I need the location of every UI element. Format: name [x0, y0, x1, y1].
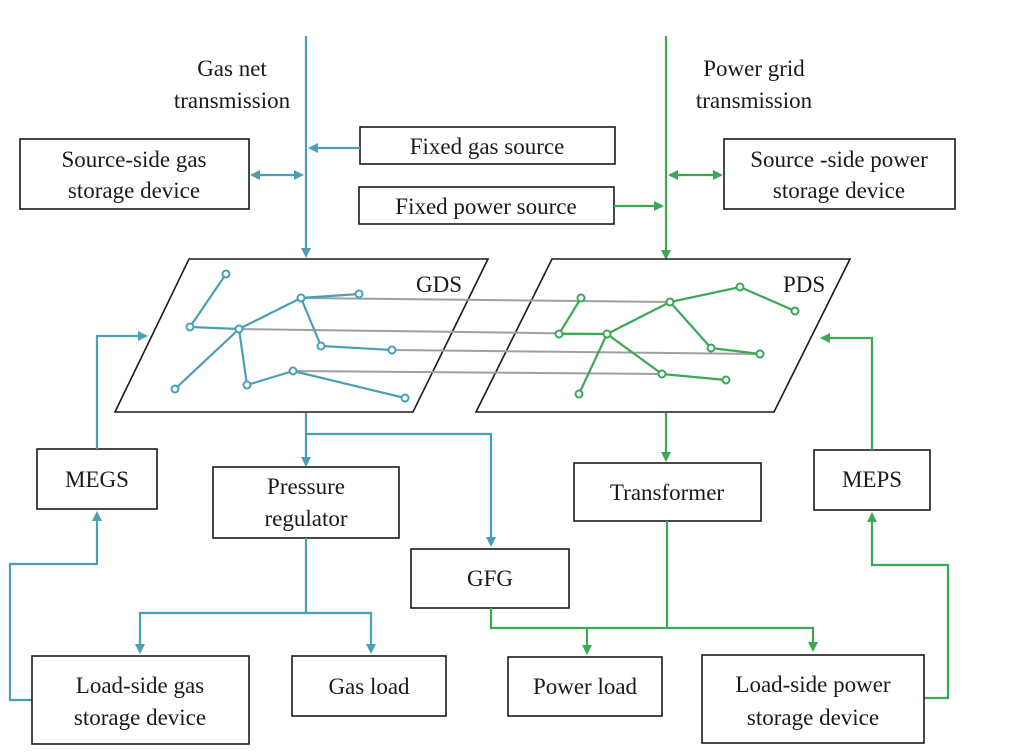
pds-label: PDS	[783, 272, 825, 297]
source-power-storage-label-2: storage device	[773, 178, 905, 203]
transformer-box	[573, 462, 762, 522]
bus-to-load-power-storage-arrow	[489, 608, 818, 652]
megs-label: MEGS	[65, 467, 129, 492]
meps-to-pds-arrow	[820, 333, 874, 450]
fixed-gas-source-label: Fixed gas source	[410, 134, 565, 159]
pressure-regulator-label-1: Pressure	[267, 474, 345, 499]
gas-network	[170, 269, 410, 403]
source-power-storage-box	[723, 138, 956, 210]
transformer-label: Transformer	[610, 480, 724, 505]
load-power-storage-to-meps-arrow	[867, 512, 950, 700]
power-load-label: Power load	[533, 674, 638, 699]
regulator-to-gas-load-arrow	[306, 611, 376, 654]
gds-to-gfg-arrow	[306, 432, 496, 547]
meps-label: MEPS	[842, 467, 902, 492]
pressure-regulator-box	[212, 466, 400, 539]
load-power-storage-label-2: storage device	[747, 705, 879, 730]
power-load-box	[507, 656, 663, 717]
fixed-power-source-box	[358, 186, 615, 225]
source-power-storage-label-1: Source -side power	[750, 147, 928, 172]
source-gas-storage-label-2: storage device	[68, 178, 200, 203]
gas-net-transmission-label-1: Gas net	[197, 56, 267, 81]
source-gas-storage-label-1: Source-side gas	[62, 147, 207, 172]
power-grid-transmission-label-2: transmission	[696, 88, 813, 113]
load-gas-storage-box	[31, 655, 250, 745]
source-gas-storage-box	[19, 138, 250, 210]
gas-net-transmission-label-2: transmission	[174, 88, 291, 113]
regulator-to-load-gas-storage-arrow	[135, 611, 306, 654]
load-gas-storage-label-2: storage device	[74, 705, 206, 730]
gas-load-label: Gas load	[328, 674, 410, 699]
load-gas-storage-label-1: Load-side gas	[76, 673, 204, 698]
megs-to-gds-arrow	[95, 331, 148, 449]
gfg-label: GFG	[467, 566, 513, 591]
fixed-gas-source-box	[359, 126, 616, 165]
power-network	[554, 282, 800, 399]
gds-plane	[113, 258, 490, 413]
coupling-tie-lines	[238, 297, 761, 375]
megs-box	[36, 448, 158, 510]
load-power-storage-label-1: Load-side power	[735, 672, 891, 697]
gds-label: GDS	[416, 272, 462, 297]
power-grid-transmission-label-1: Power grid	[703, 56, 805, 81]
load-gas-storage-to-megs-arrow	[8, 511, 102, 702]
pressure-regulator-label-2: regulator	[264, 506, 347, 531]
load-power-storage-box	[701, 654, 925, 744]
gas-load-box	[291, 655, 447, 717]
fixed-power-source-label: Fixed power source	[395, 194, 576, 219]
